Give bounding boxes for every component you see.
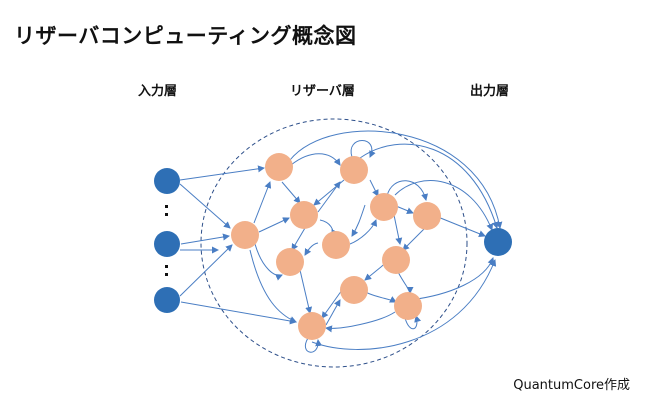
edge — [179, 165, 265, 181]
reservoir-node — [340, 276, 368, 304]
edges — [179, 130, 503, 353]
input-node — [154, 287, 180, 313]
reservoir-node — [231, 221, 259, 249]
edge — [351, 204, 366, 237]
edge — [386, 180, 428, 201]
edge — [179, 183, 231, 229]
edge — [179, 244, 233, 297]
reservoir-nodes — [231, 153, 441, 340]
edge — [305, 337, 323, 353]
credit-text: QuantumCore作成 — [513, 378, 630, 393]
reservoir-node — [276, 248, 304, 276]
edge — [311, 259, 497, 350]
reservoir-node — [394, 292, 422, 320]
edge — [397, 271, 414, 294]
output-layer-label: 出力層 — [470, 84, 510, 99]
edge — [249, 249, 297, 323]
edge — [254, 243, 283, 281]
edge — [258, 217, 290, 233]
edge — [395, 205, 414, 214]
input-node — [154, 168, 180, 194]
reservoir-node — [265, 153, 293, 181]
edge — [350, 140, 376, 158]
edge — [289, 130, 503, 229]
input-nodes — [154, 168, 180, 313]
reservoir-node — [382, 246, 410, 274]
reservoir-node — [370, 193, 398, 221]
reservoir-node — [298, 312, 326, 340]
edge — [281, 181, 301, 204]
input-node — [154, 231, 180, 257]
edge — [325, 299, 341, 326]
edge — [180, 301, 297, 325]
edge — [299, 269, 313, 314]
reservoir-node — [413, 202, 441, 230]
edge — [321, 289, 343, 319]
edge — [369, 179, 379, 197]
page-title: リザーバコンピューティング概念図 — [14, 24, 357, 48]
edge — [404, 315, 422, 330]
edge — [290, 153, 341, 166]
edge — [402, 226, 427, 251]
reservoir-node — [322, 231, 350, 259]
edge — [304, 242, 319, 256]
edge — [394, 180, 494, 231]
edge — [325, 311, 396, 333]
reservoir-boundary — [200, 118, 468, 368]
edge — [253, 181, 272, 224]
edge — [291, 227, 306, 251]
edge — [409, 257, 495, 301]
edge — [437, 216, 486, 237]
edge — [313, 179, 345, 206]
input-ellipsis — [165, 205, 168, 276]
reservoir-node — [290, 201, 318, 229]
output-node — [484, 228, 512, 256]
input-layer-label: 入力層 — [138, 84, 178, 99]
edge — [359, 143, 499, 229]
edge — [393, 214, 403, 245]
reservoir-node — [340, 156, 368, 184]
reservoir-layer-label: リザーバ層 — [290, 84, 355, 99]
edge — [180, 233, 230, 245]
edge — [349, 219, 378, 245]
